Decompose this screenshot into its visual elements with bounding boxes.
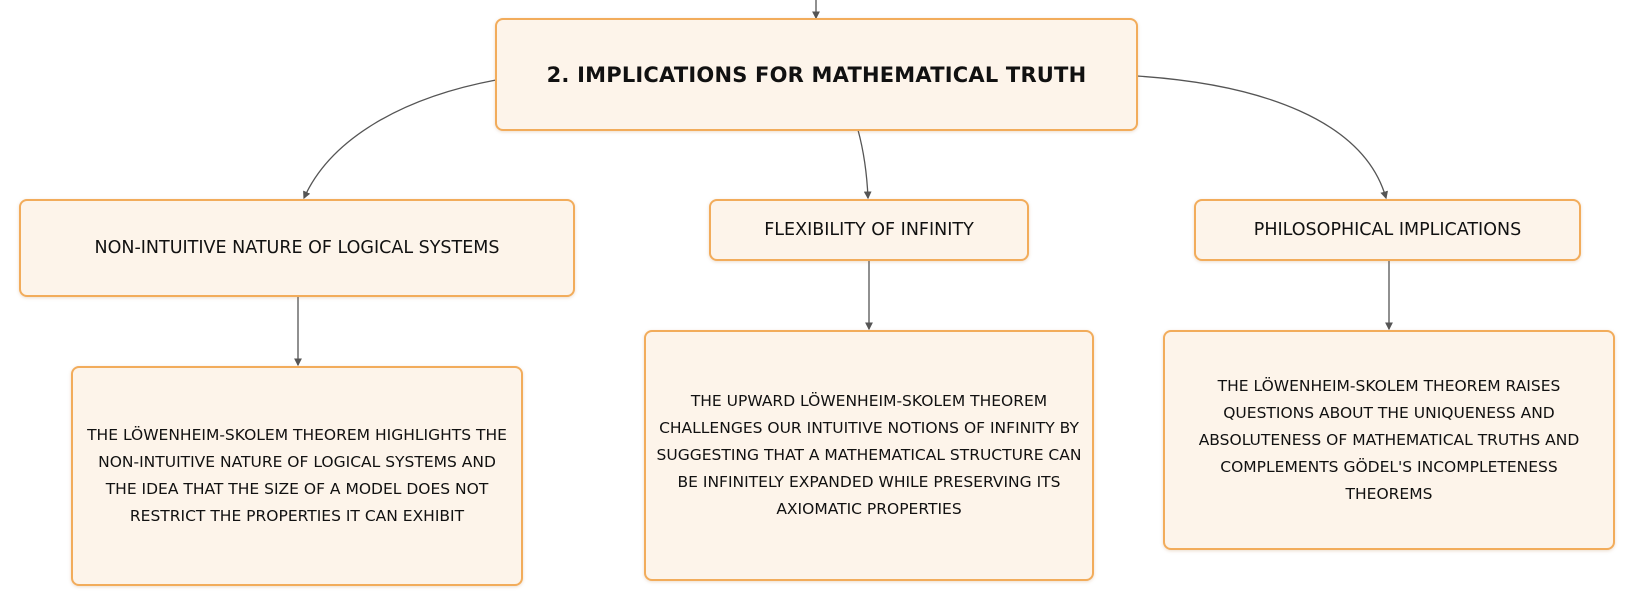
detail-node-non-intuitive-nature[interactable]: THE LÖWENHEIM-SKOLEM THEOREM HIGHLIGHTS …: [71, 366, 523, 586]
detail-node-philosophical-implications[interactable]: THE LÖWENHEIM-SKOLEM THEOREM RAISES QUES…: [1163, 330, 1615, 550]
connector-root-to-branch-3: [1136, 75, 1388, 200]
branch-node-philosophical-implications[interactable]: PHILOSOPHICAL IMPLICATIONS: [1194, 199, 1581, 261]
detail-node-text: THE UPWARD LÖWENHEIM-SKOLEM THEOREM CHAL…: [656, 392, 1082, 518]
detail-node-text: THE LÖWENHEIM-SKOLEM THEOREM RAISES QUES…: [1198, 376, 1580, 503]
branch-node-label: NON-INTUITIVE NATURE OF LOGICAL SYSTEMS: [94, 238, 500, 258]
connector-root-to-branch-2: [857, 129, 872, 200]
detail-node-flexibility-of-infinity[interactable]: THE UPWARD LÖWENHEIM-SKOLEM THEOREM CHAL…: [644, 330, 1094, 581]
connector-root-to-branch-1: [303, 79, 497, 200]
root-node[interactable]: 2. IMPLICATIONS FOR MATHEMATICAL TRUTH: [495, 18, 1138, 131]
branch-node-flexibility-of-infinity[interactable]: FLEXIBILITY OF INFINITY: [709, 199, 1029, 261]
branch-node-label: FLEXIBILITY OF INFINITY: [764, 220, 974, 240]
root-node-label: 2. IMPLICATIONS FOR MATHEMATICAL TRUTH: [546, 62, 1087, 87]
branch-node-label: PHILOSOPHICAL IMPLICATIONS: [1253, 220, 1522, 240]
branch-node-non-intuitive-nature[interactable]: NON-INTUITIVE NATURE OF LOGICAL SYSTEMS: [19, 199, 575, 297]
detail-node-text: THE LÖWENHEIM-SKOLEM THEOREM HIGHLIGHTS …: [87, 426, 507, 525]
